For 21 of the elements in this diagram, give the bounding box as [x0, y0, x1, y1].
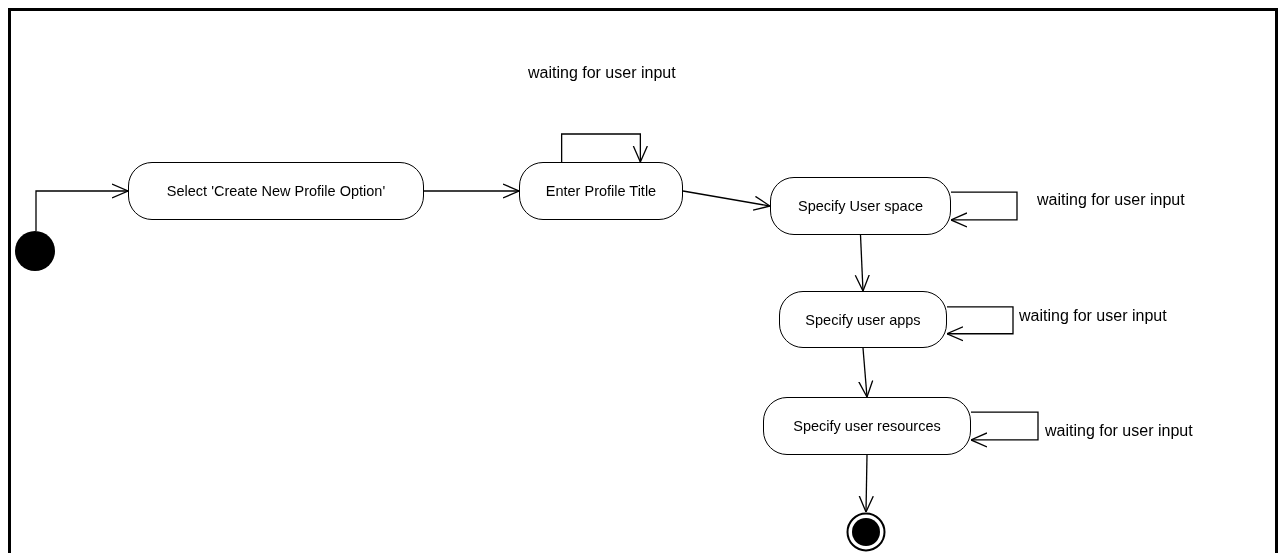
action-state: Enter Profile Title: [519, 162, 683, 220]
self-loop-arrow: [946, 306, 1014, 342]
edge-label: waiting for user input: [1045, 422, 1193, 440]
action-state: Specify User space: [770, 177, 951, 235]
transition-arrow: [854, 234, 870, 292]
self-loop-arrow: [561, 133, 648, 163]
transition-arrow: [858, 347, 874, 398]
edge-label: waiting for user input: [1019, 307, 1167, 325]
start-node: [15, 231, 57, 273]
end-node: [846, 512, 886, 552]
action-state: Select 'Create New Profile Option': [128, 162, 424, 220]
transition-arrow: [858, 454, 874, 513]
transition-arrow: [682, 190, 771, 211]
transition-arrow: [423, 183, 520, 199]
action-state: Specify user resources: [763, 397, 971, 455]
self-loop-arrow: [970, 411, 1039, 448]
edge-label: waiting for user input: [1037, 191, 1185, 209]
edge-label: waiting for user input: [528, 64, 676, 82]
transition-arrow: [35, 183, 129, 232]
self-loop-arrow: [950, 191, 1018, 228]
action-state: Specify user apps: [779, 291, 947, 348]
